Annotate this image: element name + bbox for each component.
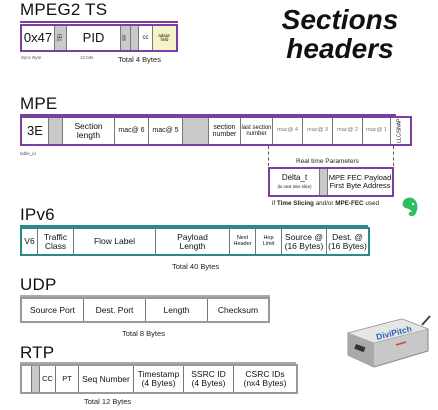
- time-slicing-note: if Time Slicing and/or MPE-FEC used: [272, 200, 379, 207]
- mac4-cell: mac@ 4: [273, 118, 303, 144]
- mpe-underline: [20, 114, 396, 116]
- udp-header-row: Source Port Dest. Port Length Checksum: [20, 297, 270, 323]
- mpeg2ts-title: MPEG2 TS: [20, 0, 108, 19]
- table-id-cell: 3E: [22, 118, 49, 144]
- sync-byte-label: Sync Byte: [21, 55, 42, 60]
- mac5-cell: mac@ 5: [149, 118, 183, 144]
- pid-cell: PID: [67, 26, 121, 50]
- section-length-cell: Section length: [63, 118, 115, 144]
- mac1-cell: mac@ 1: [363, 118, 391, 144]
- traffic-class-cell: Traffic Class: [38, 229, 74, 254]
- rtp-title: RTP: [20, 343, 55, 362]
- version-cell: V6: [22, 229, 38, 254]
- real-time-title: Real time Parameters: [296, 158, 359, 165]
- udp-total: Total 8 Bytes: [122, 329, 165, 338]
- ipv6-header-row: V6 Traffic Class Flow Label Payload Leng…: [20, 227, 370, 256]
- udp-underline: [20, 295, 270, 297]
- divipitch-device-image: DiviPitch: [347, 315, 431, 368]
- ssrc-id-cell: SSRC ID (4 Bytes): [184, 366, 234, 392]
- length-cell: Length: [146, 299, 208, 321]
- mpe-header-row: 3E Section length mac@ 6 mac@ 5 section …: [20, 116, 412, 146]
- real-time-row: Delta_t (to next time slice) MPE FEC Pay…: [268, 167, 394, 197]
- tei-cell: TEI: [55, 26, 67, 50]
- source-address-cell: Source @ (16 Bytes): [282, 229, 327, 254]
- evernote-elephant-icon: [402, 197, 418, 217]
- dest-address-cell: Dest. @ (16 Bytes): [328, 231, 367, 251]
- csrc-count-cell: CC: [40, 366, 56, 392]
- dest-port-cell: Dest. Port: [84, 299, 146, 321]
- rt-guide-right: [393, 146, 394, 166]
- ipv6-underline: [20, 225, 368, 227]
- mpeg2ts-total: Total 4 Bytes: [118, 55, 161, 64]
- mpeg2ts-header-row: 0x47 TEI PID scr cc adapt- field: [20, 24, 178, 52]
- fec-address-cell: MPE FEC Payload First Byte Address: [328, 173, 392, 190]
- headline-line1: Sections: [281, 4, 399, 35]
- rt-gap-cell: [320, 169, 328, 195]
- headline-line2: headers: [286, 33, 394, 65]
- sync-byte-cell: 0x47: [22, 26, 55, 50]
- adaptation-flag-cell: [131, 26, 139, 50]
- mac2-cell: mac@ 2: [333, 118, 363, 144]
- mac3-cell: mac@ 3: [303, 118, 333, 144]
- seq-number-cell: Seq Number: [79, 366, 134, 392]
- hop-limit-cell: Hop Limit: [256, 229, 282, 254]
- rtp-underline: [20, 362, 296, 364]
- mac6-cell: mac@ 6: [115, 118, 149, 144]
- csrc-ids-cell: CSRC IDs (nx4 Bytes): [243, 369, 287, 388]
- rtp-header-row: CC PT Seq Number Timestamp (4 Bytes) SSR…: [20, 364, 298, 394]
- delta-t-sublabel: (to next time slice): [277, 184, 312, 190]
- scrambling-cell: scr: [121, 26, 131, 50]
- section-number-cell: section number: [209, 118, 241, 144]
- udp-title: UDP: [20, 275, 57, 294]
- ipv6-total: Total 40 Bytes: [172, 262, 220, 271]
- source-port-cell: Source Port: [22, 299, 84, 321]
- checksum-cell: Checksum: [217, 304, 259, 315]
- llc-snap-cell: LLC/SNAP: [396, 118, 403, 144]
- ipv6-title: IPv6: [20, 205, 55, 224]
- last-section-number-cell: last section number: [241, 118, 273, 144]
- flow-label-cell: Flow Label: [74, 229, 156, 254]
- rtp-version-cell: [22, 366, 32, 392]
- delta-t-label: Delta_t: [281, 173, 308, 183]
- delta-t-cell: Delta_t (to next time slice): [270, 169, 320, 195]
- rtp-total: Total 12 Bytes: [84, 397, 132, 406]
- mpe-title: MPE: [20, 94, 58, 113]
- cc-cell: cc: [139, 26, 153, 50]
- table-id-label: table_id: [20, 151, 36, 156]
- timestamp-cell: Timestamp (4 Bytes): [134, 366, 184, 392]
- mpeg2ts-underline: [20, 21, 178, 23]
- adaptation-field-cell: adapt- field: [153, 26, 176, 50]
- payload-length-cell: Payload Length: [156, 229, 230, 254]
- mpe-reserved-cell: [183, 118, 209, 144]
- payload-type-cell: PT: [56, 366, 79, 392]
- rt-guide-left: [268, 146, 269, 166]
- headline: Sections headers: [255, 5, 425, 64]
- pid-bits-label: 13 bits: [80, 55, 94, 60]
- next-header-cell: Next Header: [230, 229, 256, 254]
- rtp-flags-cell: [32, 366, 40, 392]
- mpe-flags-cell: [49, 118, 63, 144]
